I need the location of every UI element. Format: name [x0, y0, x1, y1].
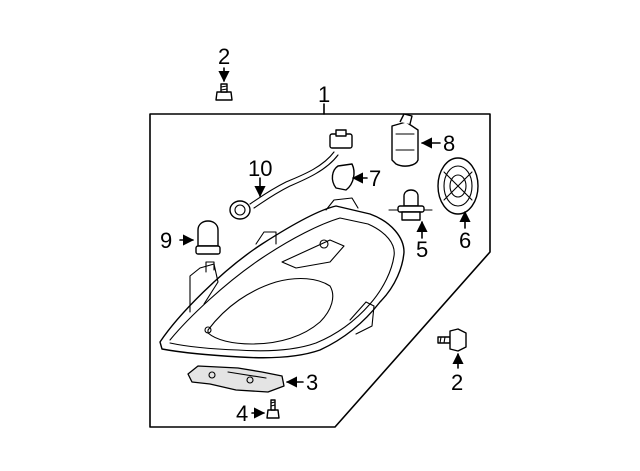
harness-part [229, 129, 353, 220]
cap-part [331, 163, 355, 191]
right-bolt-part [437, 328, 467, 352]
screw-part [266, 399, 280, 419]
bracket-part [187, 365, 285, 393]
bulb-part [388, 189, 433, 221]
headlamp-housing [159, 197, 405, 359]
callout-2-top: 2 [218, 44, 230, 69]
callout-6: 6 [459, 228, 471, 253]
callout-3: 3 [306, 370, 318, 395]
callout-2-right: 2 [451, 370, 463, 395]
callout-5: 5 [416, 237, 428, 262]
callout-7: 7 [369, 166, 381, 191]
assembly-frame [149, 113, 491, 428]
callout-4: 4 [236, 401, 248, 426]
side-bulb-part [195, 220, 221, 255]
cover-part [437, 157, 479, 215]
callout-8: 8 [443, 131, 455, 156]
callout-10: 10 [248, 156, 272, 181]
top-bolt-part [215, 83, 233, 101]
callout-1: 1 [318, 82, 330, 107]
socket-part [391, 113, 419, 167]
callout-9: 9 [160, 228, 172, 253]
